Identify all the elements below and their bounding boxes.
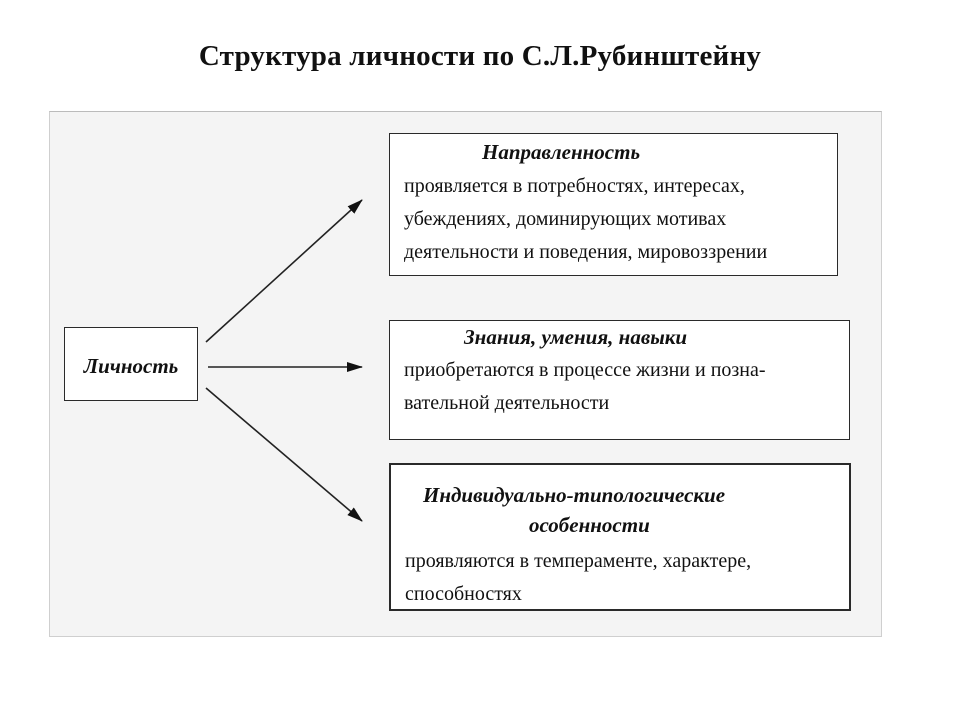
branch-description: проявляются в темпераменте, характере, с…	[405, 545, 751, 611]
branch-heading: особенности	[529, 513, 650, 537]
description-line: вательной деятельности	[404, 392, 610, 414]
description-line: способностях	[405, 583, 522, 605]
root-label: Личность	[83, 354, 179, 378]
branch-heading: Знания, умения, навыки	[464, 325, 688, 349]
branch-description: приобретаются в процессе жизни и позна- …	[404, 354, 766, 420]
branch-individual-traits: Индивидуально-типологические особенности…	[389, 463, 851, 611]
branch-heading: Направленность	[482, 140, 641, 164]
arrow-to-individual-traits	[205, 387, 363, 522]
description-line: проявляется в потребностях, интересах,	[404, 175, 745, 197]
branch-heading: Индивидуально-типологические	[423, 483, 726, 507]
description-line: убеждениях, доминирующих мотивах	[404, 208, 727, 230]
description-line: проявляются в темпераменте, характере,	[405, 550, 752, 572]
branch-description: проявляется в потребностях, интересах, у…	[404, 170, 767, 269]
description-line: приобретаются в процессе жизни и позна-	[404, 359, 766, 381]
branch-orientation: Направленность проявляется в потребностя…	[389, 133, 838, 276]
description-line: деятельности и поведения, мировоззрении	[404, 241, 768, 263]
diagram-title: Структура личности по С.Л.Рубинштейну	[198, 40, 762, 72]
branch-knowledge-skills: Знания, умения, навыки приобретаются в п…	[389, 320, 850, 440]
root-node-personality: Личность	[64, 327, 198, 401]
arrow-to-orientation	[205, 199, 363, 343]
